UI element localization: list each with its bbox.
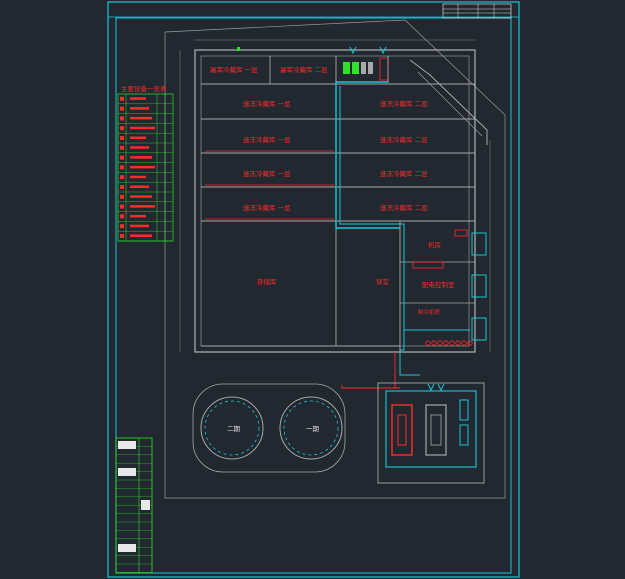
- room-label-machine-room: 机房: [428, 240, 441, 249]
- site-boundary: [164, 19, 506, 499]
- legend-symbol: [120, 136, 124, 140]
- legend-symbol: [120, 185, 124, 189]
- outer-sheet-border: [107, 1, 520, 578]
- tank-label-1: 一期: [306, 425, 320, 433]
- legend-symbol: [120, 96, 124, 101]
- legend-symbol: [120, 106, 124, 111]
- legend-entry-mark: [130, 185, 149, 188]
- pump-symbol: [449, 340, 455, 346]
- legend-entry-mark: [130, 165, 155, 169]
- room-labels: 屠宰冷藏库 一层 屠宰冷藏库 二层 速冻冷藏库 一层 速冻冷藏库 一层 速冻冷藏…: [210, 65, 455, 316]
- room-label-control-room: 配电控制室: [422, 280, 455, 289]
- legend-symbol: [120, 234, 124, 238]
- legend-symbol: [120, 175, 124, 180]
- room-label-top-left-1: 屠宰冷藏库 一层: [210, 65, 258, 74]
- inner-sheet-border: [115, 17, 512, 574]
- room-label-right-1: 速冻冷藏库 二层: [380, 99, 428, 108]
- legend-symbol: [120, 204, 124, 209]
- equipment-legend-table: 主要设备一览表: [117, 84, 174, 242]
- pump-symbol: [437, 340, 443, 346]
- legend-entry-mark: [130, 107, 149, 110]
- legend-entry-mark: [130, 156, 152, 159]
- legend-symbol: [120, 116, 124, 121]
- legend-entry-mark: [130, 146, 149, 149]
- room-label-right-2: 速冻冷藏库 二层: [380, 135, 428, 144]
- legend-entry-mark: [130, 234, 152, 237]
- legend-symbol: [120, 194, 124, 199]
- pump-house: [377, 382, 485, 484]
- legend-entry-mark: [130, 195, 152, 198]
- legend-symbol: [120, 145, 124, 150]
- pump-symbol: [455, 340, 461, 346]
- legend-entry-mark: [130, 97, 146, 100]
- room-label-left-2: 速冻冷藏库 一层: [243, 135, 291, 144]
- legend-title: 主要设备一览表: [121, 84, 167, 93]
- room-label-left-3: 速冻冷藏库 一层: [243, 169, 291, 178]
- room-label-storage: 存储库: [257, 277, 277, 286]
- title-block: [442, 3, 512, 19]
- room-label-left-4: 速冻冷藏库 一层: [243, 203, 291, 212]
- pump-symbol: [431, 340, 437, 346]
- pump-symbol: [461, 340, 467, 346]
- legend-entry-mark: [130, 214, 146, 218]
- room-label-right-4: 速冻冷藏库 二层: [380, 203, 428, 212]
- legend-symbol: [120, 165, 124, 170]
- room-label-refrigeration-room: 制冷机房: [418, 308, 441, 316]
- legend-entry-mark: [130, 126, 155, 130]
- legend-symbol: [120, 155, 124, 160]
- legend-entry-mark: [130, 175, 146, 179]
- pump-symbol: [425, 340, 431, 346]
- room-label-corridor: 穿堂: [376, 277, 390, 286]
- revision-table: [115, 437, 153, 574]
- legend-entry-mark: [130, 136, 146, 139]
- pump-symbol: [443, 340, 449, 346]
- legend-entry-mark: [130, 224, 149, 228]
- legend-entry-mark: [130, 116, 152, 120]
- tank-phase-1: [279, 396, 343, 460]
- condenser-units: [412, 229, 487, 346]
- legend-symbol: [120, 214, 124, 219]
- legend-entry-mark: [130, 205, 155, 208]
- legend-symbol: [120, 126, 124, 131]
- room-label-left-1: 速冻冷藏库 一层: [243, 99, 291, 108]
- tank-label-2: 二期: [227, 425, 241, 433]
- pump-symbol: [467, 340, 473, 346]
- room-label-right-3: 速冻冷藏库 二层: [380, 169, 428, 178]
- room-label-top-left-2: 屠宰冷藏库 二层: [280, 65, 328, 74]
- storage-tanks: 二期 一期: [192, 383, 346, 473]
- main-building: [179, 39, 491, 353]
- legend-symbol: [120, 224, 124, 229]
- compressor-units: [237, 46, 389, 81]
- tank-phase-2: [200, 396, 264, 460]
